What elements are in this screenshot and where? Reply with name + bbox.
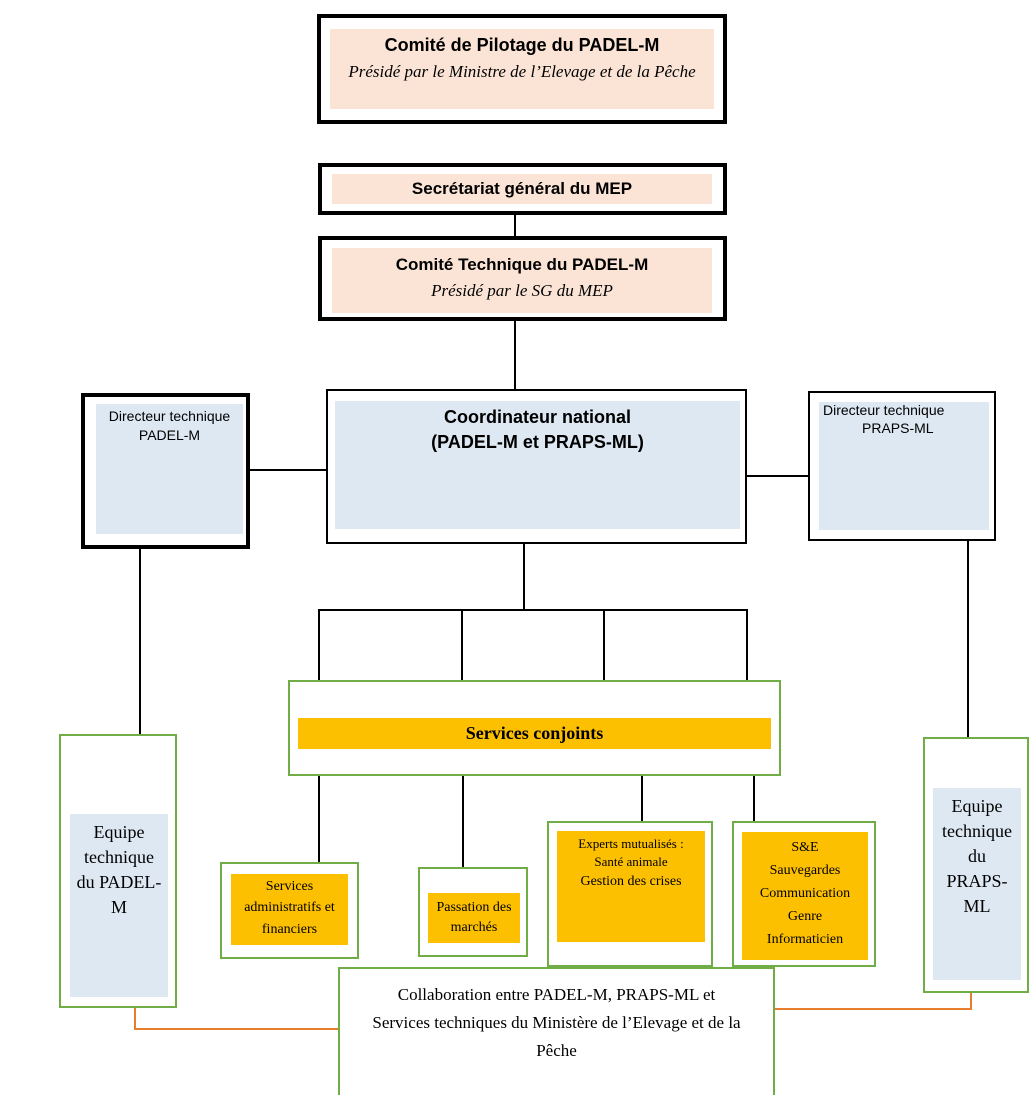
connector-drop-4	[746, 609, 748, 680]
connector-secretariat-technique	[514, 214, 516, 238]
collaboration-box: Collaboration entre PADEL-M, PRAPS-ML et…	[338, 967, 775, 1095]
collab-line-right-horizontal	[774, 1008, 972, 1010]
comite-pilotage-subtitle: Présidé par le Ministre de l’Elevage et …	[348, 62, 696, 81]
collab-line-left-horizontal	[134, 1028, 339, 1030]
connector-drop-3	[603, 609, 605, 680]
service-se-line5: Informaticien	[766, 932, 844, 947]
comite-pilotage-box: Comité de Pilotage du PADEL-M Présidé pa…	[317, 14, 727, 124]
service-experts-fill: Experts mutualisés : Santé animale Gesti…	[557, 831, 705, 942]
connector-horizontal-bar	[318, 609, 748, 611]
service-experts-line2: Santé animale	[594, 854, 668, 869]
connector-passation	[462, 775, 464, 869]
service-passation-line1: Passation des	[436, 900, 512, 915]
secretariat-title: Secrétariat général du MEP	[411, 179, 633, 198]
equipe-praps-line1: Equipe	[951, 796, 1003, 816]
directeur-padel-fill: Directeur technique PADEL-M	[96, 404, 243, 534]
directeur-padel-box: Directeur technique PADEL-M	[81, 393, 250, 549]
connector-se	[753, 775, 755, 823]
connector-dir-praps-equipe	[967, 540, 969, 738]
connector-coordinateur-down	[523, 543, 525, 611]
services-conjoints-title: Services conjoints	[465, 723, 604, 743]
directeur-praps-line2: PRAPS-ML	[862, 420, 934, 436]
directeur-praps-fill: Directeur technique PRAPS-ML	[819, 402, 989, 530]
comite-technique-box: Comité Technique du PADEL-M Présidé par …	[318, 236, 727, 321]
secretariat-box: Secrétariat général du MEP	[318, 163, 727, 215]
connector-technique-coordinateur	[514, 320, 516, 390]
service-passation-fill: Passation des marchés	[428, 893, 520, 943]
equipe-padel-fill: Equipe technique du PADEL- M	[70, 814, 168, 997]
service-admin-line2: administratifs et	[244, 900, 335, 915]
comite-pilotage-title: Comité de Pilotage du PADEL-M	[384, 35, 660, 55]
service-passation-line2: marchés	[450, 920, 498, 935]
comite-technique-fill: Comité Technique du PADEL-M Présidé par …	[332, 248, 712, 313]
comite-technique-title: Comité Technique du PADEL-M	[395, 255, 649, 274]
equipe-padel-line3: du PADEL-	[76, 872, 162, 892]
service-admin-line1: Services	[265, 879, 314, 894]
comite-pilotage-fill: Comité de Pilotage du PADEL-M Présidé pa…	[330, 29, 714, 109]
collab-line-right-vertical	[970, 992, 972, 1010]
coordinateur-line1: Coordinateur national	[443, 407, 631, 427]
coordinateur-fill: Coordinateur national (PADEL-M et PRAPS-…	[335, 401, 740, 529]
service-se-line4: Genre	[787, 909, 823, 924]
services-conjoints-fill: Services conjoints	[298, 718, 771, 749]
directeur-praps-box: Directeur technique PRAPS-ML	[808, 391, 996, 541]
directeur-padel-line1: Directeur technique	[108, 408, 231, 424]
connector-experts	[641, 775, 643, 822]
connector-coordinateur-praps	[746, 475, 809, 477]
service-se-line3: Communication	[759, 886, 851, 901]
service-experts-line3: Gestion des crises	[580, 874, 682, 889]
connector-drop-2	[461, 609, 463, 680]
service-experts-line1: Experts mutualisés :	[578, 836, 684, 851]
collaboration-line3: Pêche	[536, 1041, 577, 1060]
services-conjoints-box: Services conjoints	[288, 680, 781, 776]
secretariat-fill: Secrétariat général du MEP	[332, 174, 712, 204]
directeur-praps-line1: Directeur technique	[823, 402, 945, 418]
service-admin-box: Services administratifs et financiers	[220, 862, 359, 959]
equipe-praps-line3: du	[968, 846, 986, 866]
connector-padel-coordinateur	[249, 469, 327, 471]
service-admin-line3: financiers	[261, 922, 318, 937]
equipe-praps-line2: technique	[942, 821, 1012, 841]
comite-technique-subtitle: Présidé par le SG du MEP	[431, 281, 613, 300]
service-se-line1: S&E	[791, 840, 819, 855]
connector-drop-1	[318, 609, 320, 680]
service-admin-fill: Services administratifs et financiers	[231, 874, 348, 945]
equipe-padel-box: Equipe technique du PADEL- M	[59, 734, 177, 1008]
directeur-padel-line2: PADEL-M	[138, 427, 201, 443]
equipe-praps-box: Equipe technique du PRAPS- ML	[923, 737, 1029, 993]
equipe-praps-line4: PRAPS-	[946, 871, 1008, 891]
coordinateur-line2: (PADEL-M et PRAPS-ML)	[431, 432, 644, 452]
collaboration-line2: Services techniques du Ministère de l’El…	[372, 1013, 741, 1032]
equipe-praps-line5: ML	[963, 896, 991, 916]
equipe-praps-fill: Equipe technique du PRAPS- ML	[933, 788, 1021, 980]
service-passation-box: Passation des marchés	[418, 867, 528, 957]
coordinateur-box: Coordinateur national (PADEL-M et PRAPS-…	[326, 389, 747, 544]
collaboration-line1: Collaboration entre PADEL-M, PRAPS-ML et	[397, 985, 716, 1004]
equipe-padel-line4: M	[110, 897, 127, 917]
connector-dir-padel-equipe	[139, 547, 141, 736]
equipe-padel-line1: Equipe	[93, 822, 145, 842]
service-se-line2: Sauvegardes	[769, 863, 841, 878]
service-experts-box: Experts mutualisés : Santé animale Gesti…	[547, 821, 713, 967]
connector-admin	[318, 775, 320, 863]
equipe-padel-line2: technique	[84, 847, 154, 867]
service-se-box: S&E Sauvegardes Communication Genre Info…	[732, 821, 876, 967]
service-se-fill: S&E Sauvegardes Communication Genre Info…	[742, 832, 868, 960]
collab-line-left-vertical	[134, 1008, 136, 1030]
